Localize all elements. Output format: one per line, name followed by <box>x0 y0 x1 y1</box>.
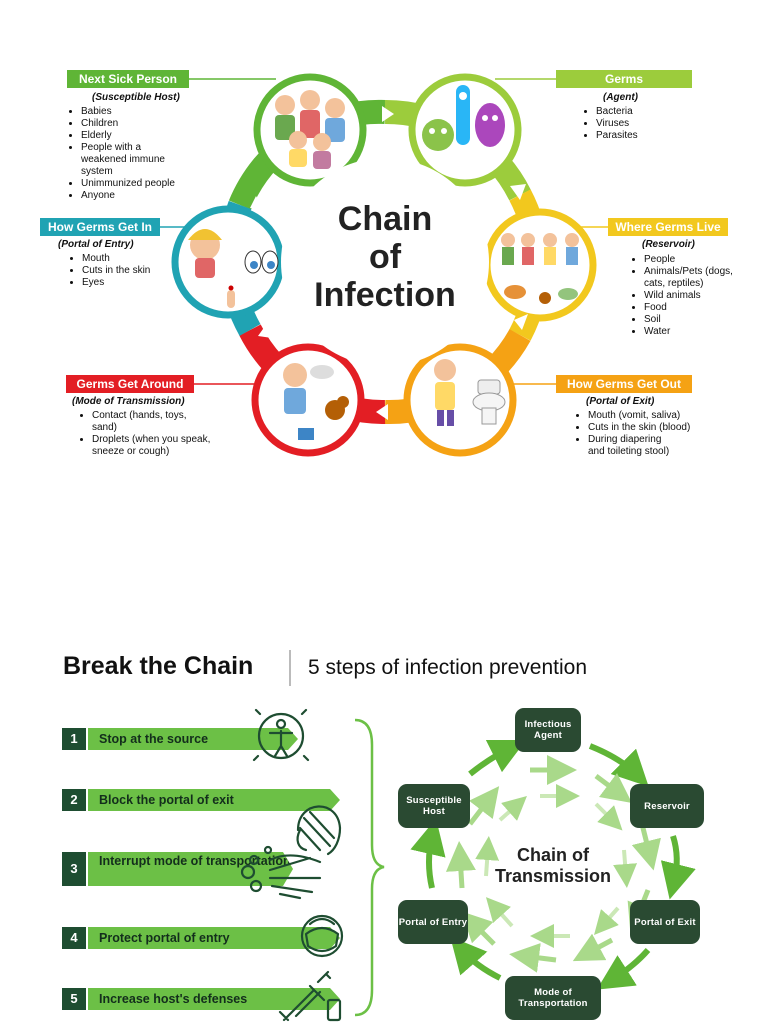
next-sick-person-subtitle: (Susceptible Host) <box>92 92 180 103</box>
node-reservoir: Reservoir <box>630 784 704 828</box>
list-item: Babies <box>81 106 211 118</box>
outer-arrow-1 <box>588 743 649 787</box>
list-item: Bacteria <box>596 106 696 118</box>
list-item: People <box>644 254 734 266</box>
title-line-3: Infection <box>314 276 456 314</box>
reservoir-illustration <box>501 233 579 304</box>
transmission-cycle-graphic <box>410 739 696 990</box>
step-label: Interrupt mode of transportation <box>88 852 293 886</box>
how-germs-get-out-subtitle: (Portal of Exit) <box>586 396 655 407</box>
outer-arrow-4 <box>450 936 502 981</box>
list-item: Mouth (vomit, saliva) <box>588 410 728 422</box>
transmission-title-line-1: Chain of <box>517 845 589 865</box>
list-item: Parasites <box>596 130 696 142</box>
germs-get-around-subtitle: (Mode of Transmission) <box>72 396 185 407</box>
outer-arrow-3 <box>596 948 651 990</box>
node-portal-of-entry: Portal of Entry <box>398 900 468 944</box>
how-germs-get-out-list: Mouth (vomit, saliva) Cuts in the skin (… <box>574 410 728 458</box>
list-item: Contact (hands, toys, sand) <box>92 410 212 434</box>
portal-exit-illustration <box>434 359 506 426</box>
ring-arrow-3 <box>514 314 528 330</box>
outer-arrow-5 <box>410 818 446 889</box>
handwash-icon <box>240 845 322 900</box>
step-number: 2 <box>62 789 86 811</box>
portal-entry-illustration <box>188 229 279 308</box>
list-item: Elderly <box>81 130 211 142</box>
where-germs-live-list: People Animals/Pets (dogs, cats, reptile… <box>630 254 734 338</box>
crowd-illustration <box>275 90 345 169</box>
step-icons <box>240 708 344 1022</box>
infection-ring-graphic <box>158 73 608 457</box>
ring-arrow-5 <box>258 322 272 338</box>
ring-arrow-4 <box>376 404 388 420</box>
germs-subtitle: (Agent) <box>603 92 638 103</box>
how-germs-get-in-header: How Germs Get In <box>40 218 160 236</box>
step-number: 3 <box>62 852 86 886</box>
list-item: Animals/Pets (dogs, cats, reptiles) <box>644 266 734 290</box>
germs-list: Bacteria Viruses Parasites <box>582 106 696 142</box>
list-item: Eyes <box>82 277 192 289</box>
list-item: Droplets (when you speak, sneeze or coug… <box>92 434 212 458</box>
list-item: Children <box>81 118 211 130</box>
list-item: Soil <box>644 314 734 326</box>
title-line-1: Chain <box>337 200 433 238</box>
how-germs-get-in-subtitle: (Portal of Entry) <box>58 239 134 250</box>
germs-get-around-header: Germs Get Around <box>66 375 194 393</box>
list-item: During diapering and toileting stool) <box>588 434 678 458</box>
ring-arrow-1 <box>382 106 394 122</box>
next-sick-person-header: Next Sick Person <box>67 70 189 88</box>
person-germs-icon <box>252 708 310 762</box>
list-item: Food <box>644 302 734 314</box>
step-label: Increase host's defenses <box>88 988 340 1010</box>
node-infectious-agent: Infectious Agent <box>515 708 581 752</box>
list-item: Mouth <box>82 253 192 265</box>
node-portal-of-exit: Portal of Exit <box>630 900 700 944</box>
transmission-title-line-2: Transmission <box>494 866 612 886</box>
cough-icon <box>296 805 342 856</box>
list-item: Cuts in the skin <box>82 265 192 277</box>
where-germs-live-subtitle: (Reservoir) <box>642 239 695 250</box>
outer-arrow-2 <box>660 835 696 900</box>
step-label: Protect portal of entry <box>88 927 340 949</box>
syringe-icon <box>278 970 342 1022</box>
node-mode-of-transportation: Mode of Transportation <box>505 976 601 1020</box>
break-the-chain-subtitle: 5 steps of infection prevention <box>308 656 588 679</box>
face-mask-icon <box>300 914 344 958</box>
step-number: 4 <box>62 927 86 949</box>
next-sick-person-list: Babies Children Elderly People with a we… <box>67 106 211 202</box>
list-item: Cuts in the skin (blood) <box>588 422 728 434</box>
list-item: Wild animals <box>644 290 734 302</box>
list-item: Water <box>644 326 734 338</box>
list-item: People with a weakened immune system <box>81 142 181 178</box>
list-item: Viruses <box>596 118 696 130</box>
step-label: Block the portal of exit <box>88 789 340 811</box>
germs-illustration <box>422 85 505 151</box>
outer-arrow-6 <box>468 739 527 777</box>
step-number: 5 <box>62 988 86 1010</box>
center-disc <box>281 158 489 366</box>
germs-header: Germs <box>556 70 692 88</box>
step-label: Stop at the source <box>88 728 298 750</box>
ring-arrow-6 <box>250 196 264 210</box>
title-line-2: of <box>368 238 402 276</box>
how-germs-get-in-list: Mouth Cuts in the skin Eyes <box>68 253 192 289</box>
list-item: Anyone <box>81 190 211 202</box>
how-germs-get-out-header: How Germs Get Out <box>556 375 692 393</box>
chain-of-transmission-title: Chain of Transmission <box>478 845 628 887</box>
chain-of-infection-title: Chain of Infection <box>295 200 475 314</box>
sneeze-illustration <box>283 363 349 440</box>
step-number: 1 <box>62 728 86 750</box>
node-susceptible-host: Susceptible Host <box>398 784 470 828</box>
circle-germs-get-around <box>251 343 365 457</box>
ring-arrow-2 <box>510 184 526 200</box>
where-germs-live-header: Where Germs Live <box>608 218 728 236</box>
germs-get-around-list: Contact (hands, toys, sand) Droplets (wh… <box>78 410 212 458</box>
circle-how-germs-get-out <box>403 343 517 457</box>
break-the-chain-title: Break the Chain <box>63 652 254 680</box>
group-brace <box>354 718 385 1017</box>
title-divider <box>289 650 291 686</box>
list-item: Unimmunized people <box>81 178 211 190</box>
